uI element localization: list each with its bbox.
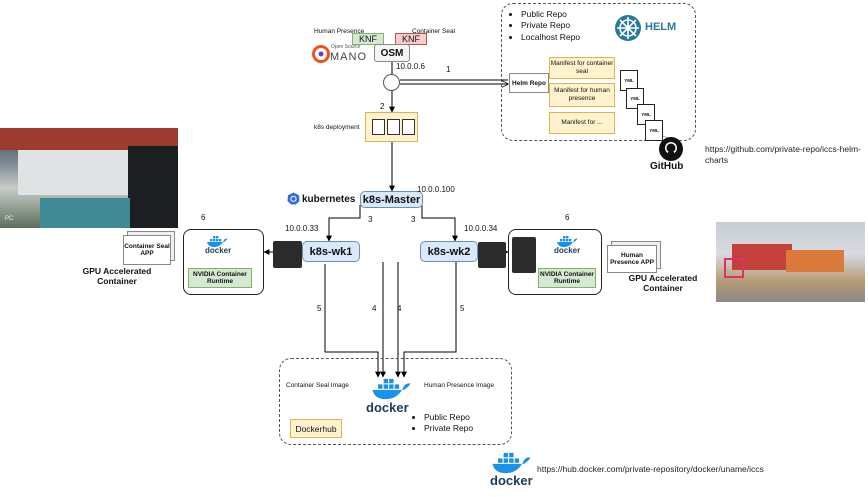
arrow-6-left-label: 6: [201, 213, 206, 222]
docker-whale-icon: [556, 235, 578, 248]
helm-logo-text: HELM: [645, 21, 677, 33]
dockerhub-repo-list: Public Repo Private Repo: [413, 412, 473, 435]
gpu-accelerated-label-left: GPU Accelerated Container: [82, 266, 152, 287]
human-presence-image-label: Human Presence Image: [424, 382, 495, 389]
human-presence-camera-photo: [716, 222, 865, 302]
deployment-file-icon: [402, 119, 415, 135]
knf-human-presence: KNF: [352, 33, 384, 45]
container-seal-app: Container Seal APP: [123, 235, 171, 265]
deployment-file-icon: [372, 119, 385, 135]
dockerhub-box: [279, 358, 512, 445]
github-octocat-icon: [658, 136, 684, 162]
nvidia-jetson-board-right: [478, 242, 506, 268]
arrow-3-right: [421, 205, 458, 242]
docker-whale-icon: [490, 451, 532, 475]
arrow-5-right-label: 5: [460, 304, 465, 313]
osm-ip: 10.0.0.6: [396, 62, 425, 71]
dockerhub-label: Dockerhub: [290, 419, 342, 438]
docker-logo-text-left: docker: [205, 246, 232, 255]
arrow-3-left: [326, 205, 361, 242]
dockerhub-logo-text: docker: [366, 400, 409, 415]
container-seal-image-label: Container Seal Image: [286, 382, 349, 389]
helm-repo-list: Public Repo Private Repo Localhost Repo: [510, 9, 580, 43]
helm-repository-box: [501, 3, 696, 141]
deployment-file-icon: [387, 119, 400, 135]
k8s-master-ip: 10.0.0.100: [417, 185, 455, 194]
nvidia-runtime-right: NVIDIA Container Runtime: [538, 268, 596, 288]
yml-file-icon: YML: [645, 120, 663, 141]
human-presence-app: Human Presence APP: [607, 245, 657, 273]
docker-logo-text-right: docker: [554, 246, 581, 255]
github-url[interactable]: https://github.com/private-repo/iccs-hel…: [705, 144, 861, 165]
nvidia-runtime-left: NVIDIA Container Runtime: [188, 268, 252, 288]
nvidia-jetson-inside-right: [512, 237, 536, 273]
gpu-accelerated-label-right: GPU Accelerated Container: [628, 273, 698, 294]
k8s-master-node: k8s-Master: [360, 191, 423, 208]
k8s-wk1-node: k8s-wk1: [302, 241, 360, 262]
dockerhub-url[interactable]: https://hub.docker.com/private-repositor…: [537, 464, 764, 474]
arrow-4-right-label: 4: [397, 304, 402, 313]
nvidia-jetson-board-left: [273, 241, 302, 268]
helm-repo-item: Public Repo: [521, 9, 580, 20]
k8s-wk2-ip: 10.0.0.34: [464, 224, 498, 233]
arrow-2-label: 2: [380, 102, 385, 111]
kubernetes-logo-text: kubernetes: [302, 194, 356, 205]
osm-box: OSM: [374, 44, 410, 62]
knf-container-seal: KNF: [395, 33, 427, 45]
container-seal-label: Container Seal: [412, 28, 455, 35]
gpu-container-right: [508, 229, 602, 295]
helm-repo-item: Localhost Repo: [521, 32, 580, 43]
docker-whale-icon: [370, 377, 412, 401]
mano-small-text: Open Source: [331, 44, 361, 50]
dockerhub-repo-item: Public Repo: [424, 412, 473, 423]
github-logo-text: GitHub: [650, 161, 684, 172]
yml-file-icon: YML: [626, 88, 644, 109]
photo-tag: PC: [5, 216, 14, 222]
helm-wheel-icon: [613, 13, 643, 43]
osm-hub-circle: [383, 74, 400, 91]
osm-logo-icon: [312, 45, 330, 63]
docker-whale-icon: [206, 235, 228, 248]
k8s-wk1-ip: 10.0.0.33: [285, 224, 319, 233]
manifest-container-seal: Manifest for container seal: [549, 57, 615, 79]
helm-repo-box: Helm Repo: [509, 73, 549, 93]
mano-logo-text: MANO: [330, 51, 367, 63]
arrow-3-left-label: 3: [368, 215, 373, 224]
container-seal-camera-photo: [0, 128, 178, 228]
arrow-5-left-label: 5: [317, 304, 322, 313]
docker-bottom-logo-text: docker: [490, 473, 533, 488]
human-presence-label: Human Presence: [314, 28, 365, 35]
gpu-container-left: [183, 229, 264, 295]
kubernetes-wheel-icon: [287, 192, 300, 205]
arrow-1-label: 1: [446, 65, 451, 74]
dockerhub-repo-item: Private Repo: [424, 423, 473, 434]
arrow-5-right: [401, 262, 457, 378]
helm-repo-item: Private Repo: [521, 20, 580, 31]
k8s-wk2-node: k8s-wk2: [420, 241, 478, 262]
k8s-deployment-box: [365, 112, 418, 142]
manifest-human-presence: Manifest for human presence: [549, 83, 615, 107]
arrow-5-left: [324, 264, 381, 378]
manifest-other: Manifest for ...: [549, 112, 615, 134]
arrow-3-right-label: 3: [411, 215, 416, 224]
arrow-4-left-label: 4: [372, 304, 377, 313]
arrow-6-right-label: 6: [565, 213, 570, 222]
k8s-deployment-label: k8s deployment: [314, 124, 360, 131]
